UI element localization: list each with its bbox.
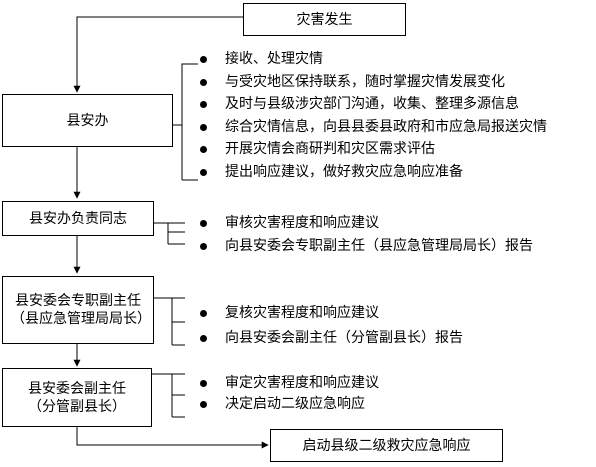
bullet-icon <box>200 78 207 86</box>
list-item: 开展灾情会商研判和灾区需求评估 <box>195 138 547 161</box>
list-item: 决定启动二级应急响应 <box>195 394 379 415</box>
node-start-response: 启动县级二级救灾应急响应 <box>270 429 503 462</box>
group4-list: 审定灾害程度和响应建议 决定启动二级应急响应 <box>195 373 379 415</box>
group1-list: 接收、处理灾情 与受灾地区保持联系，随时掌握灾情发展变化 及时与县级涉灾部门沟通… <box>195 48 547 183</box>
group3-list: 复核灾害程度和响应建议 向县安委会副主任（分管副县长）报告 <box>195 303 463 349</box>
list-item: 接收、处理灾情 <box>195 48 547 71</box>
bullet-icon <box>200 146 207 153</box>
bullet-icon <box>200 168 207 176</box>
bracket-group1 <box>172 63 198 126</box>
list-item: 及时与县级涉灾部门沟通，收集、整理多源信息 <box>195 93 547 116</box>
list-item: 综合灾情信息，向县县委县政府和市应急局报送灾情 <box>195 116 547 139</box>
bullet-icon <box>200 310 207 317</box>
bracket-group2 <box>154 222 185 233</box>
node-vice-chair: 县安委会副主任（分管副县长） <box>2 368 152 427</box>
bracket-group4 <box>152 373 185 396</box>
list-item: 审核灾害程度和响应建议 <box>195 213 533 234</box>
arrow-vice-to-start <box>76 427 269 449</box>
bullet-icon <box>200 401 207 408</box>
node-deputy-director: 县安委会专职副主任（县应急管理局局长） <box>2 276 154 344</box>
list-item: 审定灾害程度和响应建议 <box>195 373 379 394</box>
bullet-icon <box>200 380 207 387</box>
list-item: 与受灾地区保持联系，随时掌握灾情发展变化 <box>195 71 547 94</box>
node-county-office: 县安办 <box>2 94 173 147</box>
bullet-icon <box>200 243 207 250</box>
list-item: 向县安委会副主任（分管副县长）报告 <box>195 328 463 349</box>
bracket-group3 <box>154 297 185 323</box>
bullet-icon <box>200 123 207 131</box>
bullet-icon <box>200 101 207 108</box>
list-item: 向县安委会专职副主任（县应急管理局局长）报告 <box>195 236 533 257</box>
node-disaster: 灾害发生 <box>243 3 406 36</box>
list-item: 提出响应建议，做好救灾应急响应准备 <box>195 161 547 184</box>
arrow-disaster-to-office <box>73 16 243 93</box>
bullet-icon <box>200 56 207 63</box>
list-item: 复核灾害程度和响应建议 <box>195 303 463 324</box>
group2-list: 审核灾害程度和响应建议 向县安委会专职副主任（县应急管理局局长）报告 <box>195 213 533 257</box>
bullet-icon <box>200 220 207 227</box>
bullet-icon <box>200 335 207 342</box>
node-office-head: 县安办负责同志 <box>2 201 154 236</box>
